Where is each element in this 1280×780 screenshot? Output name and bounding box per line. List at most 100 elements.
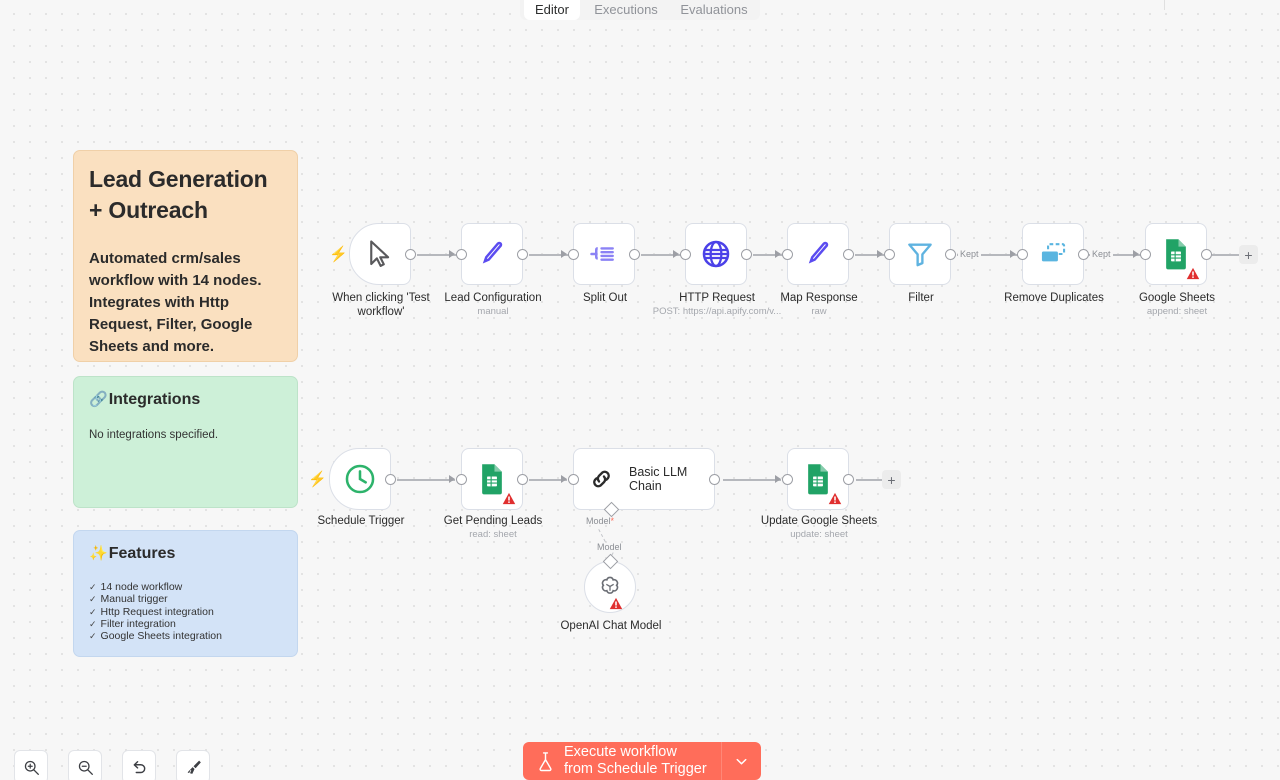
input-port[interactable] bbox=[1140, 248, 1151, 260]
execute-workflow-button[interactable]: Execute workflow from Schedule Trigger bbox=[523, 742, 721, 780]
sticky-note-overview[interactable]: Lead Generation + Outreach Automated crm… bbox=[73, 150, 298, 362]
output-port[interactable] bbox=[385, 473, 396, 485]
tidy-up-button[interactable] bbox=[176, 750, 210, 780]
output-port[interactable] bbox=[517, 473, 528, 485]
zoom-out-button[interactable] bbox=[68, 750, 102, 780]
node-get-pending-leads[interactable]: Get Pending Leads read: sheet bbox=[444, 448, 542, 540]
sticky-integrations-body: No integrations specified. bbox=[89, 429, 219, 441]
tab-editor-label: Editor bbox=[535, 2, 569, 17]
input-port[interactable] bbox=[1017, 248, 1028, 260]
required-asterisk: * bbox=[610, 516, 615, 526]
output-port[interactable] bbox=[741, 248, 752, 260]
input-port[interactable] bbox=[456, 473, 467, 485]
input-port[interactable] bbox=[782, 248, 793, 260]
connector-n4-n5 bbox=[753, 254, 787, 256]
add-node-button-row1[interactable]: + bbox=[1239, 245, 1258, 264]
output-port[interactable] bbox=[709, 473, 720, 485]
tab-bar-background bbox=[520, 0, 760, 20]
feature-label: Http Request integration bbox=[100, 605, 214, 618]
sticky-note-integrations[interactable]: 🔗 Integrations No integrations specified… bbox=[73, 376, 298, 508]
node-openai-chat-model[interactable]: OpenAI Chat Model bbox=[560, 553, 662, 632]
node-label: Get Pending Leads bbox=[443, 515, 543, 527]
node-http-request[interactable]: HTTP Request POST: https://api.apify.com… bbox=[653, 223, 781, 317]
tab-bar-divider bbox=[1164, 0, 1165, 10]
feature-label: Filter integration bbox=[100, 617, 176, 630]
connector-n3-n4 bbox=[641, 254, 686, 256]
connector-n1-n2 bbox=[417, 254, 462, 256]
node-update-google-sheets[interactable]: Update Google Sheets update: sheet bbox=[761, 448, 877, 540]
output-port[interactable] bbox=[1201, 248, 1212, 260]
node-split-out[interactable]: Split Out bbox=[561, 223, 640, 304]
node-map-response[interactable]: Map Response raw bbox=[775, 223, 858, 317]
output-port[interactable] bbox=[1078, 248, 1089, 260]
list-item: ✓ Filter integration bbox=[89, 618, 282, 630]
execute-line-1: Execute workflow bbox=[564, 744, 677, 760]
output-port[interactable] bbox=[517, 248, 528, 260]
connector-n10-n11 bbox=[529, 479, 567, 481]
connector-label-kept-2: Kept bbox=[1090, 249, 1113, 259]
input-arrow-icon bbox=[775, 250, 781, 258]
node-basic-llm-chain[interactable]: Basic LLM Chain bbox=[561, 448, 720, 518]
input-arrow-icon bbox=[877, 250, 883, 258]
feature-label: Google Sheets integration bbox=[100, 630, 222, 643]
input-port[interactable] bbox=[680, 248, 691, 260]
output-port[interactable] bbox=[843, 473, 854, 485]
node-remove-duplicates[interactable]: Remove Duplicates bbox=[1004, 223, 1104, 304]
model-port-label: Model* bbox=[586, 516, 615, 526]
execute-line-2: from Schedule Trigger bbox=[564, 761, 707, 777]
node-label: HTTP Request bbox=[679, 292, 755, 304]
check-icon: ✓ bbox=[89, 594, 97, 605]
input-arrow-icon bbox=[1010, 250, 1016, 258]
warning-icon bbox=[502, 492, 516, 505]
node-schedule-trigger[interactable]: Schedule Trigger bbox=[318, 448, 404, 527]
execute-workflow-group: Execute workflow from Schedule Trigger bbox=[523, 742, 761, 780]
input-port[interactable] bbox=[782, 473, 793, 485]
node-subtitle: append: sheet bbox=[1146, 306, 1208, 317]
warning-icon bbox=[609, 597, 623, 610]
tab-evaluations[interactable]: Evaluations bbox=[670, 0, 758, 20]
input-port[interactable] bbox=[568, 473, 579, 485]
sticky-integrations-heading: 🔗 Integrations bbox=[89, 390, 282, 410]
warning-icon bbox=[828, 492, 842, 505]
check-icon: ✓ bbox=[89, 618, 97, 629]
node-title-inline: Basic LLM Chain bbox=[628, 465, 688, 493]
check-icon: ✓ bbox=[89, 631, 97, 642]
output-port[interactable] bbox=[843, 248, 854, 260]
node-lead-configuration[interactable]: Lead Configuration manual bbox=[444, 223, 542, 317]
output-port[interactable] bbox=[405, 248, 416, 260]
tidy-up-icon bbox=[186, 760, 201, 774]
tab-editor[interactable]: Editor bbox=[524, 0, 580, 20]
sticky-note-features[interactable]: ✨ Features ✓ 14 node workflow ✓ Manual t… bbox=[73, 530, 298, 657]
node-when-clicking-test-workflow[interactable]: When clicking 'Test workflow' bbox=[332, 223, 430, 318]
node-google-sheets[interactable]: Google Sheets append: sheet bbox=[1133, 223, 1215, 317]
node-label: Split Out bbox=[582, 292, 628, 304]
add-node-button-row2[interactable]: + bbox=[882, 470, 901, 489]
undo-button[interactable] bbox=[122, 750, 156, 780]
output-port[interactable] bbox=[945, 248, 956, 260]
node-filter[interactable]: Filter bbox=[877, 223, 956, 304]
tab-executions[interactable]: Executions bbox=[584, 0, 668, 20]
zoom-in-icon bbox=[24, 760, 39, 775]
execute-dropdown-button[interactable] bbox=[720, 742, 761, 780]
check-icon: ✓ bbox=[89, 582, 97, 592]
duplicate-icon bbox=[1041, 243, 1066, 262]
split-out-icon bbox=[590, 247, 614, 261]
google-sheets-icon bbox=[808, 464, 828, 495]
chain-link-icon bbox=[593, 470, 610, 488]
input-port[interactable] bbox=[456, 248, 467, 260]
input-arrow-icon bbox=[1133, 250, 1139, 258]
output-port[interactable] bbox=[629, 248, 640, 260]
sticky-features-title: Features bbox=[108, 545, 176, 562]
input-port[interactable] bbox=[884, 248, 895, 260]
node-label: Update Google Sheets bbox=[760, 515, 878, 527]
feature-label: Manual trigger bbox=[100, 593, 168, 606]
node-label: Remove Duplicates bbox=[1004, 292, 1104, 304]
tab-executions-label: Executions bbox=[594, 2, 658, 17]
node-subtitle: update: sheet bbox=[790, 529, 848, 540]
input-port[interactable] bbox=[568, 248, 579, 260]
sticky-features-heading: ✨ Features bbox=[89, 544, 282, 564]
warning-icon bbox=[1186, 267, 1200, 280]
zoom-in-button[interactable] bbox=[14, 750, 48, 780]
execute-workflow-label: Execute workflow from Schedule Trigger bbox=[564, 744, 707, 778]
